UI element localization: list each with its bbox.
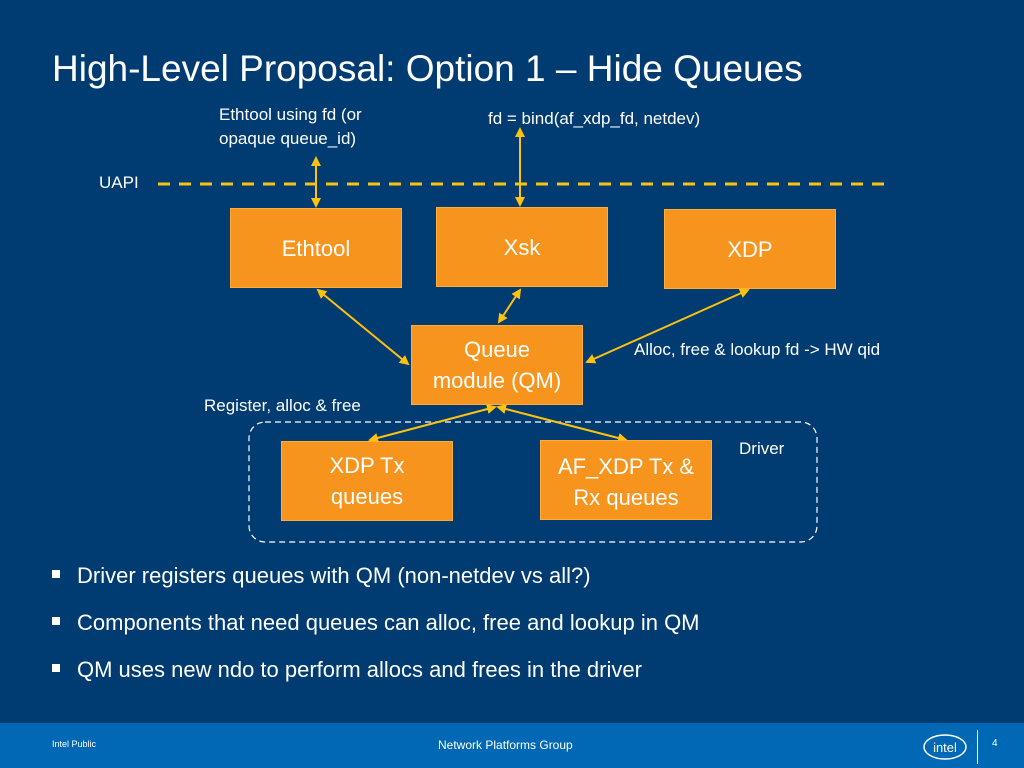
uapi-label: UAPI (99, 173, 139, 192)
page-number: 4 (992, 738, 998, 749)
bullet-item: QM uses new ndo to perform allocs and fr… (52, 652, 700, 699)
ethtool-note: Ethtool using fd (or opaque queue_id) (219, 103, 362, 151)
bullet-item: Driver registers queues with QM (non-net… (52, 558, 700, 605)
bullet-square-icon (52, 664, 60, 673)
ethtool-box: Ethtool (230, 208, 402, 288)
bullet-list: Driver registers queues with QM (non-net… (52, 558, 700, 699)
ethtool-qm-arrow (316, 288, 410, 366)
xdp-qm-arrow (585, 288, 750, 364)
af-xdp-line1: AF_XDP Tx & (557, 454, 695, 479)
queue-module-box: Queue module (QM) (411, 325, 583, 405)
ethtool-note-line2: opaque queue_id) (219, 129, 357, 148)
bullet-text: QM uses new ndo to perform allocs and fr… (77, 657, 642, 682)
xsk-box: Xsk (436, 207, 608, 287)
xdp-tx-line2: queues (330, 484, 404, 509)
queue-module-line2: module (QM) (432, 368, 562, 393)
intel-logo-icon: intel (923, 734, 967, 760)
bullet-item: Components that need queues can alloc, f… (52, 605, 700, 652)
register-note: Register, alloc & free (204, 396, 361, 415)
af-xdp-line2: Rx queues (573, 485, 679, 510)
footer-bar: Intel Public Network Platforms Group int… (0, 723, 1024, 768)
queue-module-line1: Queue (463, 337, 531, 362)
architecture-diagram (158, 127, 884, 543)
driver-label: Driver (739, 439, 785, 458)
footer-divider (977, 730, 978, 764)
classification-label: Intel Public (52, 739, 97, 749)
ethtool-note-line1: Ethtool using fd (or (219, 105, 362, 124)
bullet-square-icon (52, 617, 60, 626)
bullet-text: Driver registers queues with QM (non-net… (77, 563, 591, 588)
page-title: High-Level Proposal: Option 1 – Hide Que… (52, 48, 803, 89)
xdp-tx-line1: XDP Tx (329, 453, 405, 478)
xdp-box: XDP (664, 209, 836, 289)
intel-logo-text: intel (933, 740, 957, 755)
driver-boundary (248, 421, 818, 543)
qm-xdp-tx-arrow (368, 404, 497, 443)
alloc-note: Alloc, free & lookup fd -> HW qid (634, 340, 881, 359)
bind-note: fd = bind(af_xdp_fd, netdev) (488, 109, 701, 128)
af-xdp-queues-box: AF_XDP Tx & Rx queues (540, 440, 712, 520)
qm-af-xdp-arrow (496, 404, 628, 443)
xsk-qm-arrow (497, 288, 522, 324)
xdp-tx-queues-box: XDP Tx queues (281, 441, 453, 521)
group-name: Network Platforms Group (438, 738, 573, 752)
bullet-square-icon (52, 570, 60, 579)
bullet-text: Components that need queues can alloc, f… (77, 610, 700, 635)
